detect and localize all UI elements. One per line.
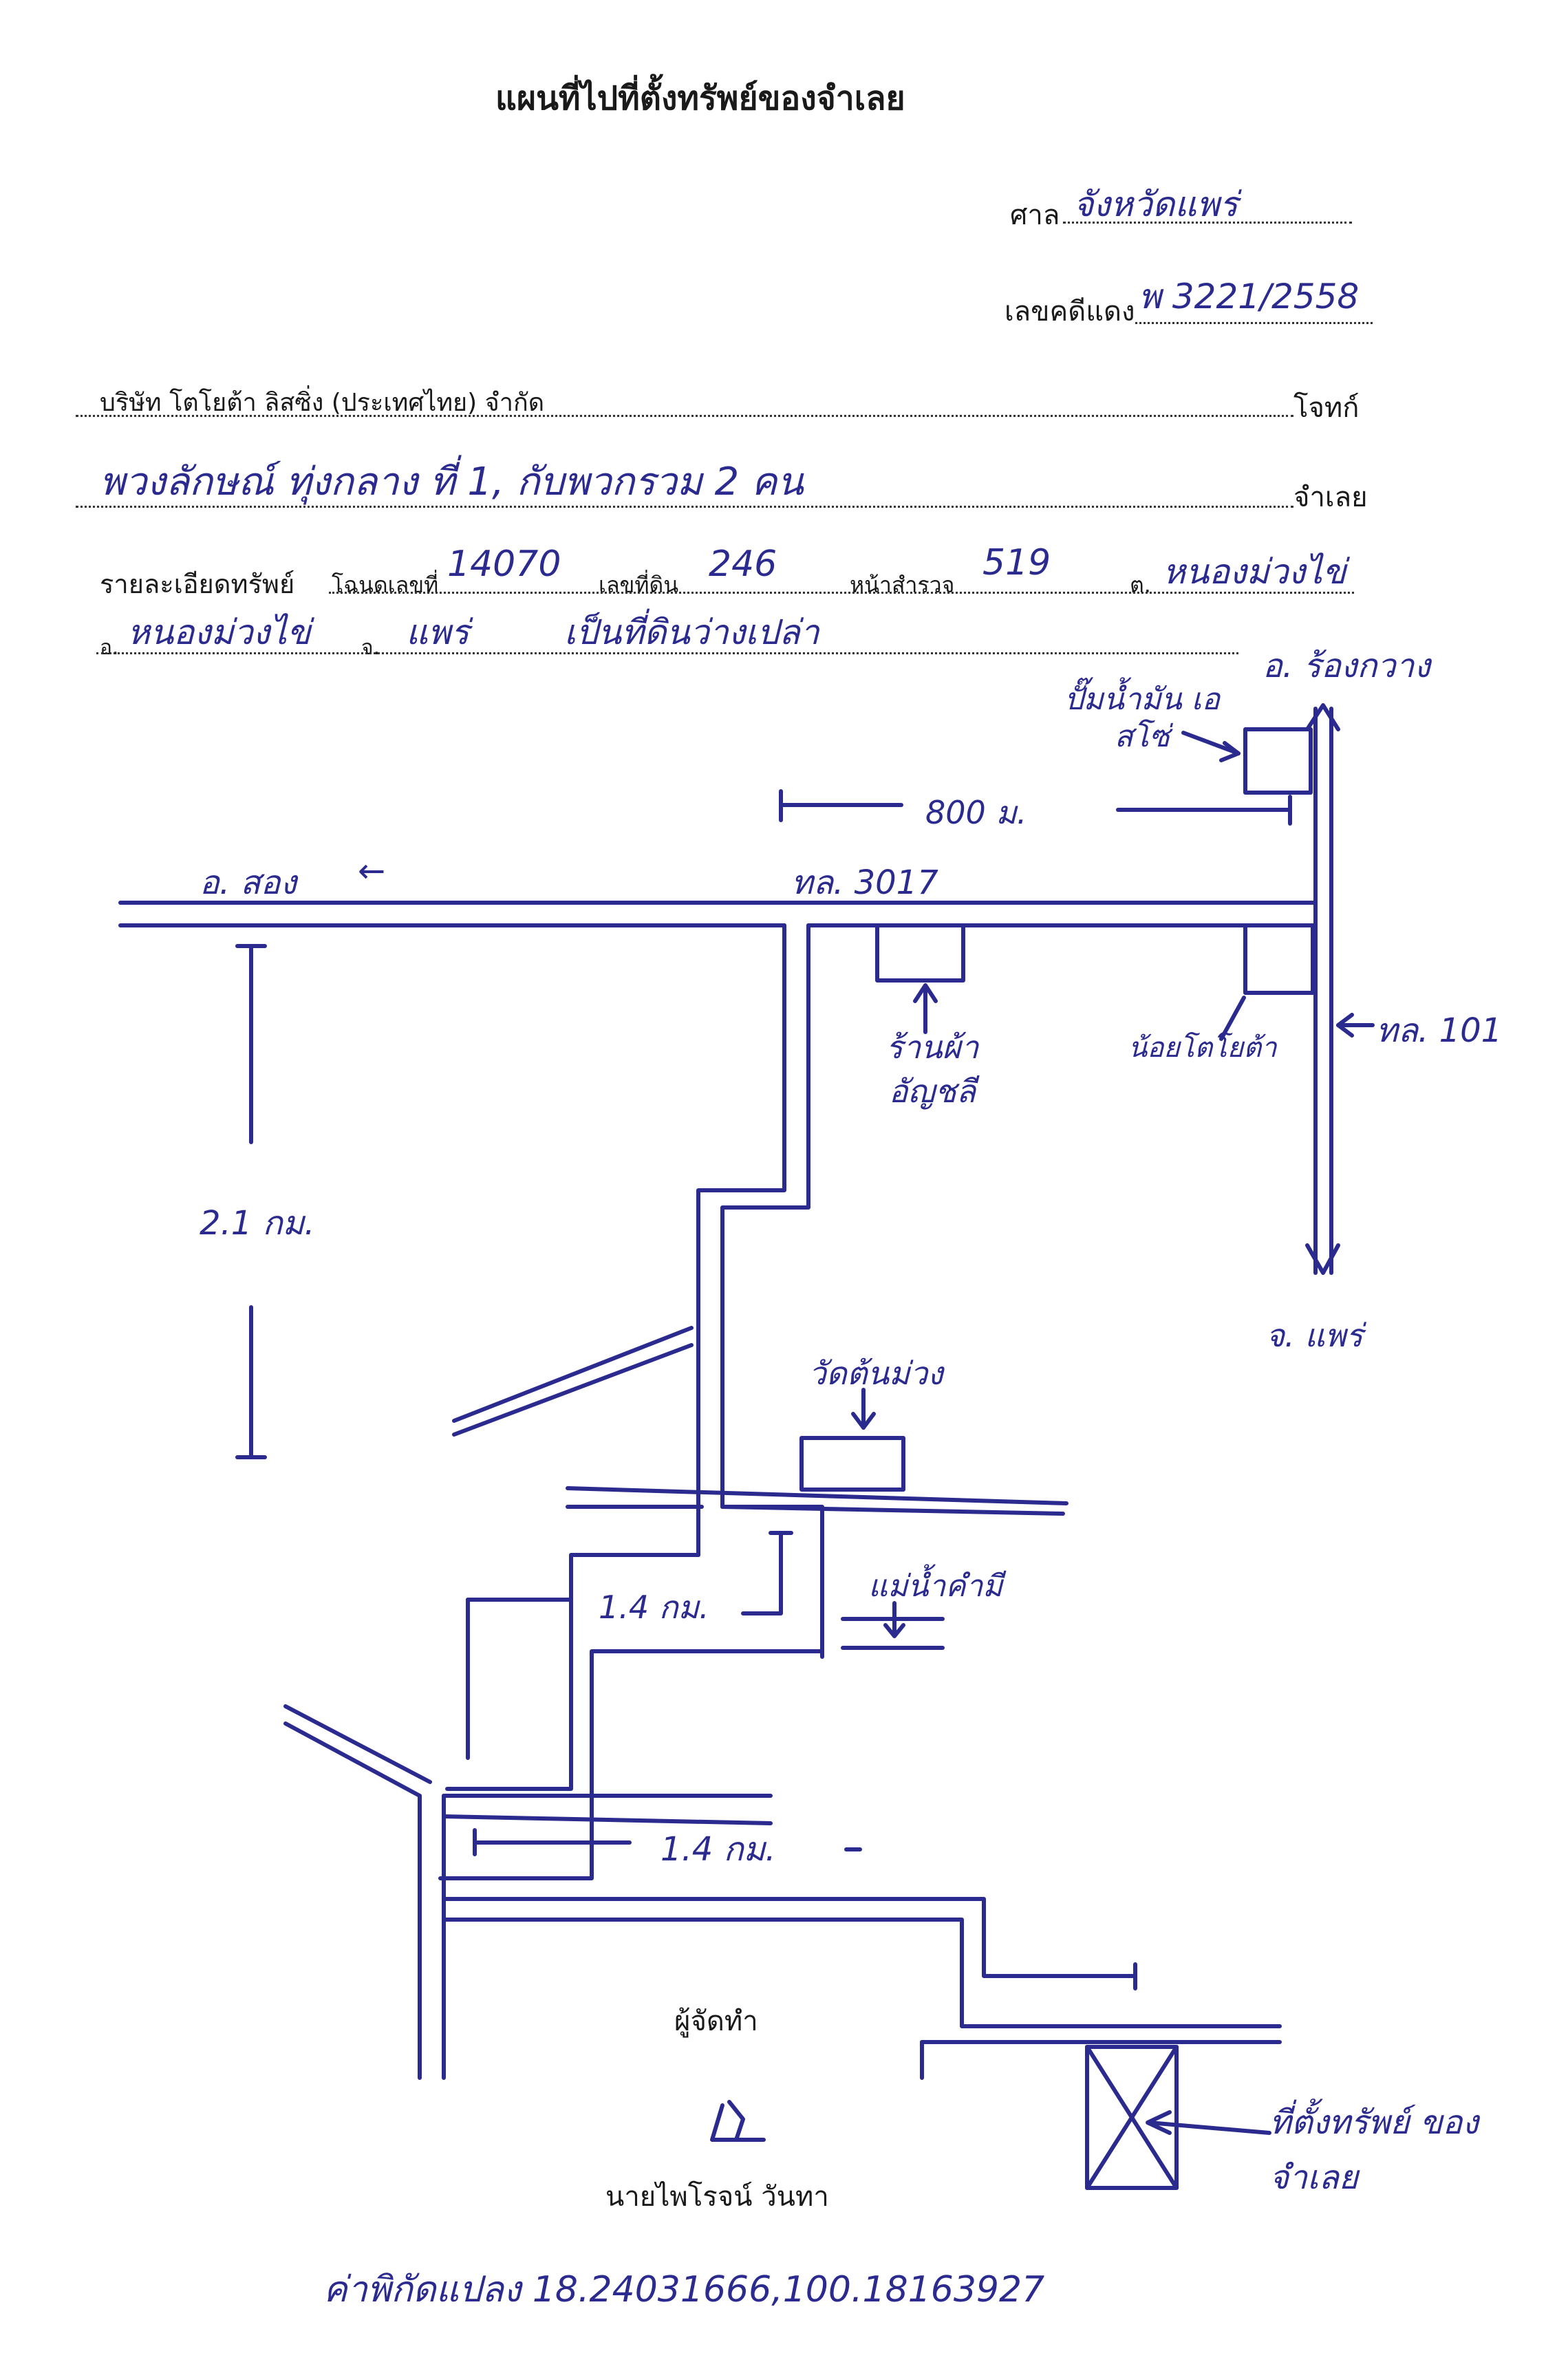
label-road-3017: ทล. 3017 bbox=[791, 863, 938, 902]
case-number-label: เลขคดีแดง bbox=[1005, 296, 1135, 328]
court-value: จังหวัดแพร่ bbox=[1073, 184, 1238, 224]
court-dots bbox=[1063, 222, 1352, 224]
defendant-dots bbox=[76, 506, 1293, 508]
label-to-song: อ. สอง bbox=[200, 863, 297, 902]
case-dots bbox=[1135, 322, 1373, 324]
label-gas-station: ปั๊มน้ำมัน เอสโซ่ bbox=[1064, 682, 1221, 754]
temple-building bbox=[799, 1436, 905, 1492]
defendant-label: จำเลย bbox=[1293, 482, 1368, 513]
label-temple: วัดต้นม่วง bbox=[808, 1355, 943, 1392]
label-fabric-shop: ร้านผ้า อัญชลี bbox=[885, 1029, 979, 1110]
tambon-value: หนองม่วงไข่ bbox=[1163, 552, 1346, 592]
plaintiff-dots bbox=[76, 415, 1293, 417]
land-number-value: 246 bbox=[709, 544, 777, 585]
label-distance-800: 800 ม. bbox=[925, 794, 1027, 831]
case-number-value: พ 3221/2558 bbox=[1139, 277, 1360, 316]
court-label: ศาล bbox=[1010, 200, 1060, 231]
amphoe-label: อ. bbox=[100, 636, 119, 660]
label-road-101: ทล. 101 bbox=[1376, 1011, 1503, 1050]
label-distance-1-4-a: 1.4 กม. bbox=[599, 1589, 709, 1626]
province-label: จ. bbox=[361, 636, 380, 660]
plaintiff-label: โจทก์ bbox=[1293, 392, 1360, 424]
gas-station-building bbox=[1243, 727, 1313, 795]
label-property-location: ที่ตั้งทรัพย์ ของจำเลย bbox=[1269, 2103, 1479, 2197]
details-dots-2 bbox=[96, 652, 1238, 654]
property-details-label: รายละเอียดทรัพย์ bbox=[100, 569, 295, 599]
label-distance-2-1: 2.1 กม. bbox=[200, 1204, 315, 1243]
deed-value: 14070 bbox=[447, 544, 561, 585]
label-to-rong-kwang: อ. ร้องกวาง bbox=[1263, 647, 1430, 685]
defendant-value: พวงลักษณ์ ทุ่งกลาง ที่ 1, กับพวกรวม 2 คน bbox=[100, 460, 804, 504]
preparer-label: ผู้จัดทำ bbox=[674, 2006, 758, 2037]
toyota-shop-building bbox=[1243, 923, 1315, 995]
property-note: เป็นที่ดินว่างเปล่า bbox=[564, 612, 819, 652]
amphoe-value: หนองม่วงไข่ bbox=[127, 612, 311, 652]
survey-value: 519 bbox=[982, 542, 1051, 583]
preparer-name: นายไพโรจน์ วันทา bbox=[605, 2181, 829, 2213]
label-coordinates: ค่าพิกัดแปลง 18.24031666,100.18163927 bbox=[323, 2269, 1045, 2310]
plaintiff-value: บริษัท โตโยต้า ลิสซิ่ง (ประเทศไทย) จำกัด bbox=[100, 389, 545, 417]
label-river: แม่น้ำคำมี bbox=[868, 1569, 1003, 1604]
details-dots-1 bbox=[329, 592, 1354, 594]
property-location-box bbox=[1085, 2045, 1179, 2190]
label-distance-1-4-b: 1.4 กม. bbox=[661, 1830, 776, 1869]
label-to-phrae: จ. แพร่ bbox=[1266, 1317, 1363, 1354]
label-toyota-shop: น้อยโตโยต้า bbox=[1128, 1032, 1277, 1064]
signature-mark bbox=[710, 2100, 766, 2142]
fabric-shop-building bbox=[875, 923, 965, 983]
label-to-song-arrow: ← bbox=[358, 852, 386, 890]
page-title: แผนที่ไปที่ตั้งทรัพย์ของจำเลย bbox=[495, 79, 905, 118]
province-value: แพร่ bbox=[406, 612, 470, 652]
